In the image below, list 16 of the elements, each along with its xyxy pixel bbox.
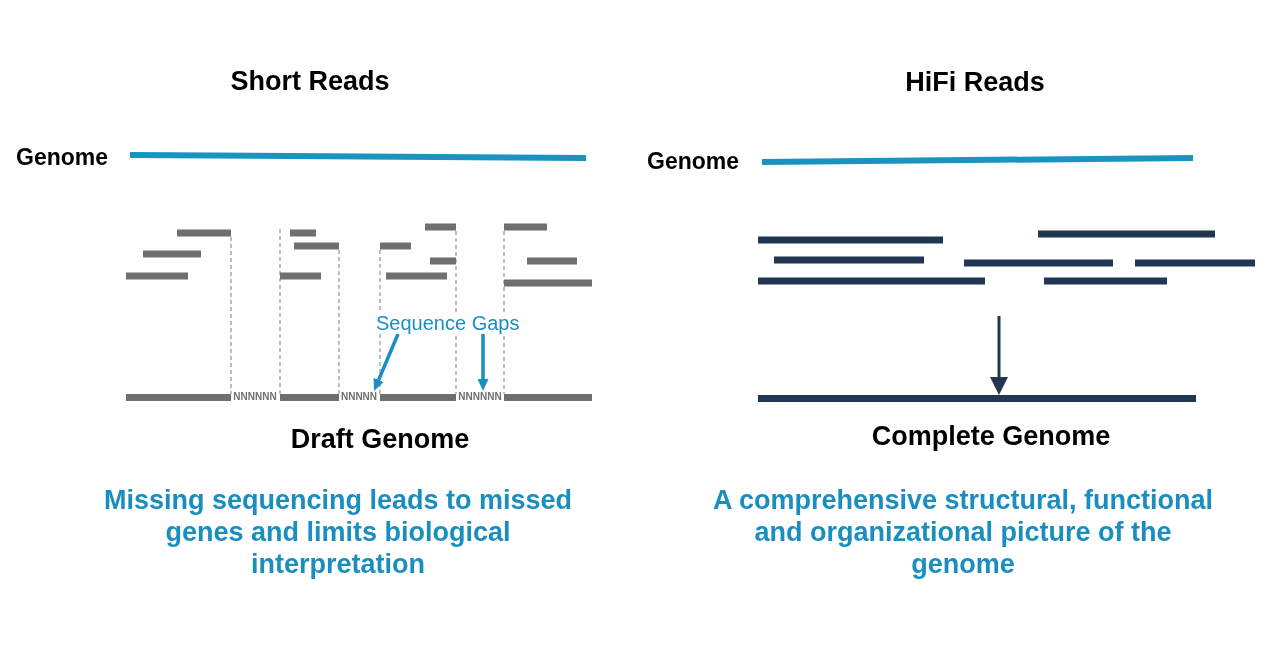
gap-label: NNNNNN	[233, 391, 277, 403]
arrow	[477, 334, 489, 391]
bar-caption: Complete Genome	[871, 420, 1111, 452]
callout-label: Sequence Gaps	[376, 312, 520, 334]
panel-title: HiFi Reads	[905, 66, 1045, 98]
panel-title: Short Reads	[230, 65, 390, 97]
summary-text: A comprehensive structural, functional and organizational picture of the genome	[711, 484, 1215, 580]
arrow	[990, 316, 1008, 395]
arrow	[373, 333, 400, 391]
bar-caption: Draft Genome	[290, 423, 470, 455]
genome-bar	[758, 395, 1196, 402]
genome-label: Genome	[647, 147, 740, 175]
summary-text: Missing sequencing leads to missed genes and limits biological interpretation	[102, 484, 574, 580]
gap-label: NNNNN	[340, 391, 378, 403]
gap-label: NNNNNN	[458, 391, 502, 403]
genome-label: Genome	[16, 143, 109, 171]
